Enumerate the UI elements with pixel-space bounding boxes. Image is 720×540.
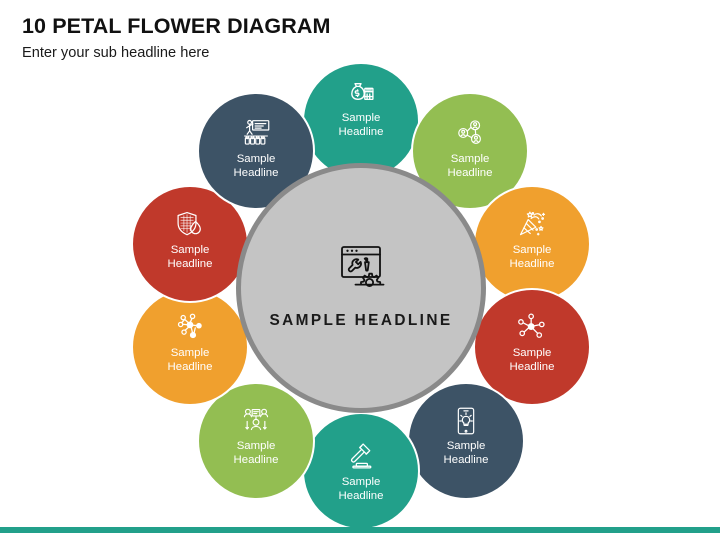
page-title: 10 PETAL FLOWER DIAGRAM (22, 14, 331, 38)
hub-nodes-icon (515, 310, 549, 344)
center-title: SAMPLE HEADLINE (269, 312, 453, 330)
page-subtitle: Enter your sub headline here (22, 44, 210, 61)
shield-flame-icon (173, 207, 207, 241)
gavel-icon (344, 440, 378, 474)
party-popper-icon (515, 207, 549, 241)
team-org-chart-icon (239, 404, 273, 438)
smartphone-lightbulb-icon (449, 404, 483, 438)
slide-header: 10 PETAL FLOWER DIAGRAM Enter your sub h… (22, 14, 582, 62)
center-hub[interactable]: SAMPLE HEADLINE (236, 163, 486, 413)
presentation-training-icon (239, 116, 273, 150)
people-network-icon (453, 116, 487, 150)
footer-accent-bar (0, 527, 720, 533)
money-bag-calculator-icon (344, 76, 378, 110)
browser-tools-gear-icon (331, 243, 391, 295)
molecule-network-icon (173, 310, 207, 344)
